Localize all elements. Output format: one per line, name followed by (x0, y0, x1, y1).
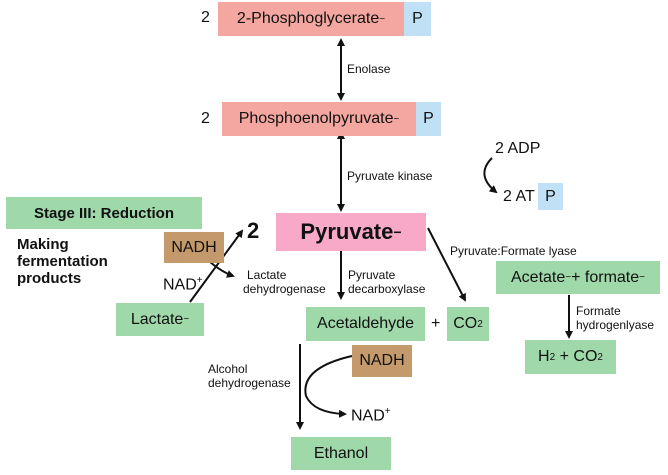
ldh-nad-curve (209, 261, 235, 278)
ldh-label: Lactate dehydrogenase (243, 268, 326, 296)
stage-subtitle-line-1: Making (17, 236, 69, 253)
nad-sup-1: + (196, 275, 203, 286)
atp-label: 2 AT (503, 188, 535, 205)
acetate-charge: − (565, 272, 572, 283)
acetaldehyde-box: Acetaldehyde (306, 307, 425, 341)
lactate-charge: − (183, 314, 190, 325)
pyruvate-box: Pyruvate− (276, 213, 426, 251)
pep-coefficient: 2 (201, 110, 210, 127)
nad-text-2: NAD (351, 407, 385, 425)
adp-atp-arrow (483, 157, 498, 194)
adh-label-line-2: dehydrogenase (208, 376, 291, 390)
pyruvate-coefficient: 2 (247, 218, 260, 243)
pdc-label-line-2: decarboxylase (348, 282, 426, 296)
adh-label: Alcohol dehydrogenase (208, 362, 291, 390)
pep-label: Phosphoenolpyruvate (238, 110, 394, 127)
nad-sup-2: + (384, 406, 391, 417)
co2-sub: 2 (477, 318, 483, 330)
stage-subtitle: Making fermentation products (17, 236, 108, 287)
lactate-box: Lactate− (116, 303, 204, 336)
pep-phosphate: P (416, 102, 441, 136)
atp-phosphate: P (538, 183, 563, 210)
acetaldehyde-plus: + (431, 315, 441, 332)
phosphoglycerate-box: 2-Phosphoglycerate− (218, 2, 404, 36)
h2-sub: 2 (549, 351, 556, 363)
pdc-label-line-1: Pyruvate (348, 268, 396, 282)
stage-subtitle-line-2: fermentation (17, 253, 108, 270)
phosphoglycerate-phosphate: P (404, 2, 431, 36)
fhl-label-line-1: Formate (576, 304, 621, 318)
enolase-label: Enolase (347, 62, 391, 76)
adh-label-line-1: Alcohol (208, 362, 248, 376)
h2-co2-label: + CO (555, 348, 598, 365)
pfl-co2-arrow (427, 227, 466, 302)
fhl-label: Formate hydrogenlyase (576, 304, 654, 332)
phosphoglycerate-charge: − (379, 13, 386, 25)
acetate-label: Acetate (511, 268, 566, 286)
phosphoglycerate-label: 2-Phosphoglycerate (236, 10, 380, 27)
pyruvate-charge: − (393, 224, 402, 240)
formate-charge: − (639, 272, 645, 283)
pdc-label: Pyruvate decarboxylase (348, 268, 425, 296)
acetate-formate-box: Acetate−+ formate− (496, 261, 660, 294)
pyruvate-kinase-label: Pyruvate kinase (347, 169, 433, 183)
ldh-label-line-2: dehydrogenase (243, 282, 326, 296)
adp-label: 2 ADP (495, 140, 541, 157)
pyruvate-label: Pyruvate (300, 219, 394, 244)
formate-label: + formate (571, 268, 640, 286)
stage-title-box: Stage III: Reduction (6, 197, 202, 229)
phosphoglycerate-coefficient: 2 (201, 9, 210, 26)
nad-label-2: NAD+ (351, 406, 391, 425)
adh-nad-curve (304, 355, 353, 418)
lactate-label: Lactate (130, 310, 184, 328)
nadh-box-2: NADH (352, 345, 412, 377)
nad-text-1: NAD (163, 276, 197, 294)
nadh-box-1: NADH (164, 232, 224, 263)
ldh-label-line-1: Lactate (247, 268, 287, 282)
stage-title: Stage III: Reduction (33, 204, 174, 222)
ethanol-box: Ethanol (291, 437, 391, 470)
pep-charge: − (393, 113, 400, 125)
pep-box: Phosphoenolpyruvate− (222, 102, 416, 136)
h2-co2-sub: 2 (597, 351, 603, 363)
pfl-label: Pyruvate:Formate lyase (450, 244, 577, 258)
fhl-label-line-2: hydrogenlyase (576, 318, 655, 332)
h2-label: H (538, 348, 550, 365)
co2-label: CO (453, 315, 478, 332)
nad-label-1: NAD+ (163, 275, 203, 294)
stage-subtitle-line-3: products (17, 270, 82, 287)
